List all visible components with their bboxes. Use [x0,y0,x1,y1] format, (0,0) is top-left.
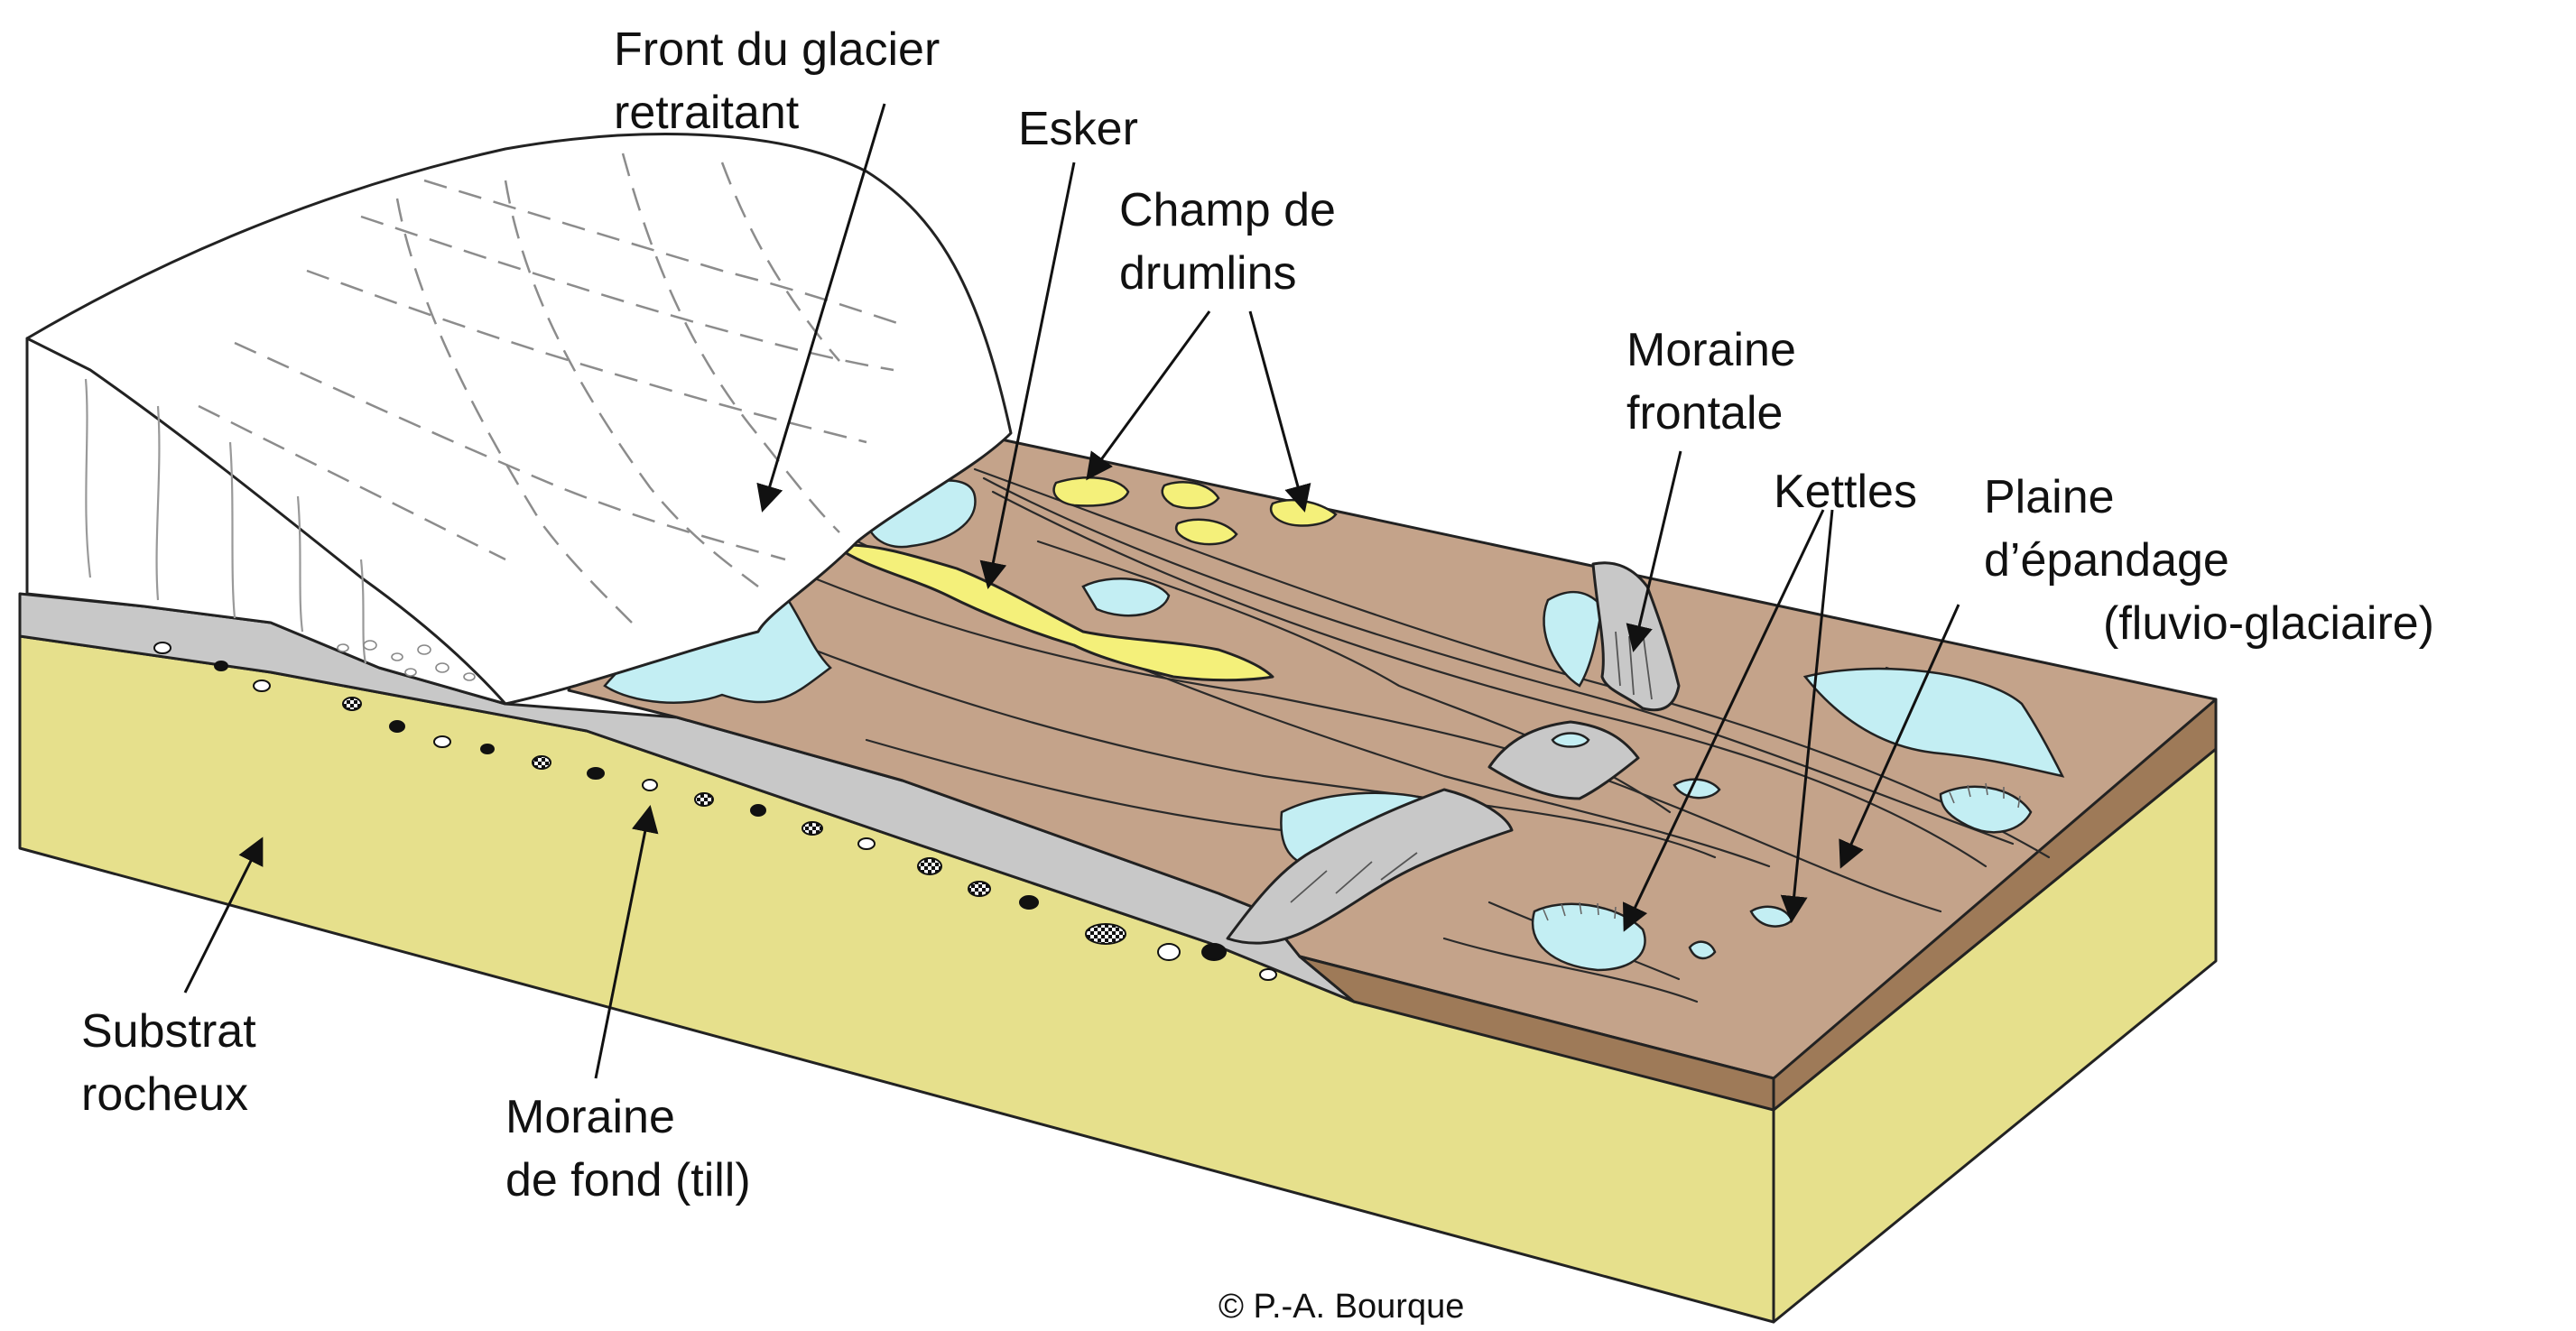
label-outwash-plain: Plaine d’épandage (fluvio-glaciaire) [1984,471,2434,650]
glacier-side-fractures [84,378,367,664]
glacier-debris [337,640,476,681]
leader-bedrock [183,836,264,994]
glacier-crevasses [198,153,903,624]
leader-esker [979,162,1076,589]
copyright-notice: © P.-A. Bourque [1219,1288,1464,1326]
label-esker: Esker [1018,103,1138,155]
drumlin [1161,481,1220,510]
drumlin [1052,476,1130,507]
label-drumlins: Champ de drumlins [1119,184,1348,300]
leader-drumlin-right [1248,310,1311,513]
drumlin [1174,518,1238,546]
lake [1543,590,1604,688]
lake [1081,578,1171,617]
frontal-moraine [1226,561,1681,945]
leader-kettle-right [1780,509,1834,923]
leader-glacier-front [756,103,886,513]
labels: Front du glacier retraitant Esker Champ … [81,23,2434,1326]
leader-lines [183,103,1960,1079]
kettle [1551,732,1590,748]
plain-right-edge [1772,698,2218,1112]
label-bedrock: Substrat rocheux [81,1005,269,1121]
leader-frontal-moraine [1626,450,1682,652]
label-glacier-front: Front du glacier retraitant [614,23,953,139]
kettle [1673,778,1721,800]
leader-kettle-left [1622,509,1825,932]
leader-drumlin-left [1086,310,1211,481]
glacier-top-face [25,133,1013,706]
drumlin-field [1052,476,1338,546]
leader-ground-moraine [594,805,659,1079]
kettles [1531,732,2033,972]
lake [1802,667,2065,778]
moraine-ridge-main [1226,788,1514,945]
moraine-ridge-mid [1487,720,1640,800]
label-frontal-moraine: Moraine frontale [1626,324,1809,439]
leader-outwash-plain [1839,604,1960,869]
kettle [1531,902,1646,972]
till-pebbles [153,642,1277,981]
label-kettles: Kettles [1774,466,1917,518]
kettle [1688,940,1717,960]
label-ground-moraine: Moraine de fond (till) [505,1091,751,1206]
kettle [1939,785,2033,834]
retreating-glacier [25,133,1013,706]
